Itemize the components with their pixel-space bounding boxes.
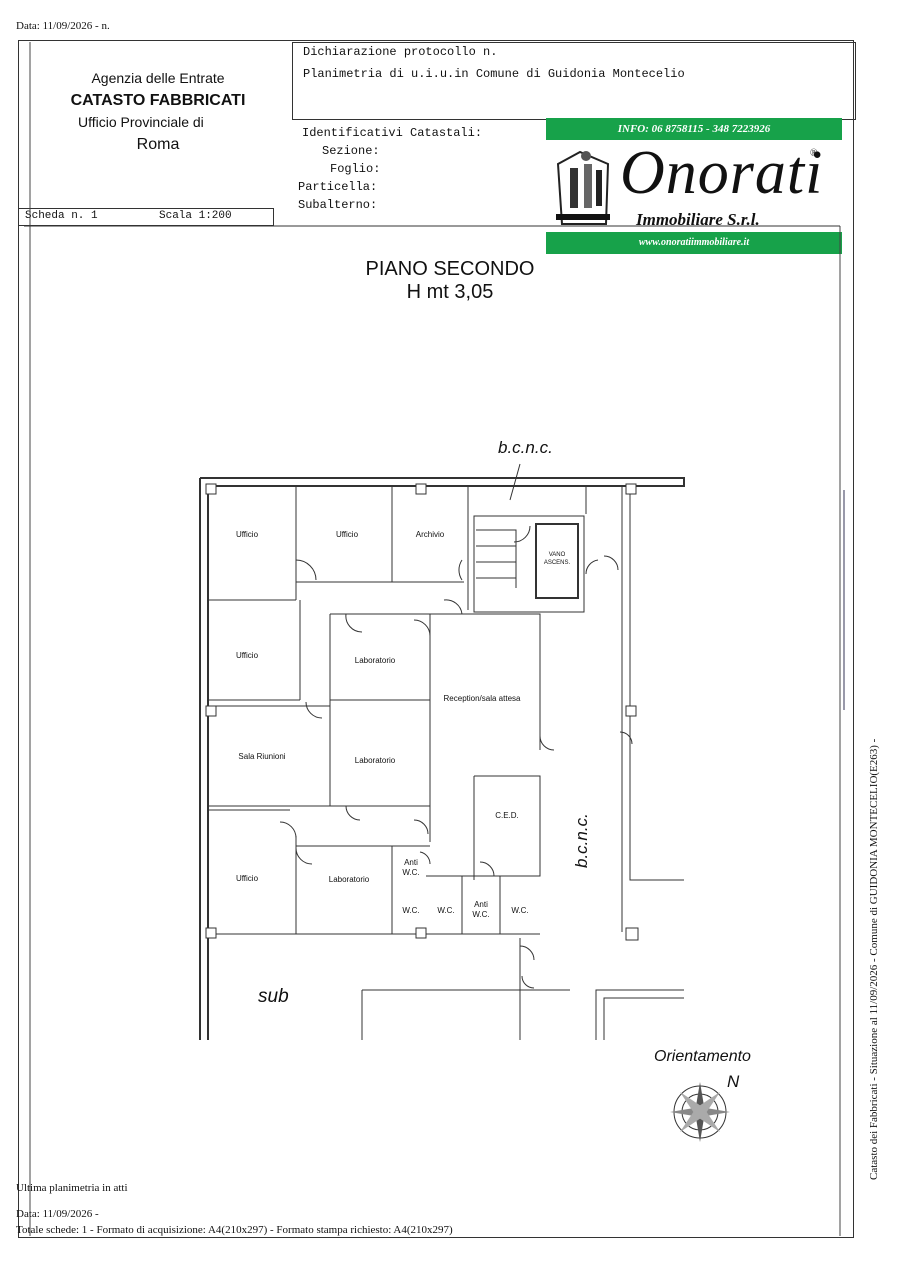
logo-brand: Onorati <box>620 139 824 207</box>
sezione-label: Sezione: <box>322 144 380 158</box>
room-ufficio-3: Ufficio <box>235 651 259 660</box>
room-ced: C.E.D. <box>495 811 519 820</box>
orientation-label: Orientamento <box>654 1048 751 1065</box>
scheda-label: Scheda n. 1 <box>25 210 98 222</box>
side-note: Catasto dei Fabbricati - Situazione al 1… <box>868 738 880 1180</box>
sub-label: sub <box>258 986 289 1007</box>
room-vano: VANO <box>548 552 566 558</box>
room-wc-2: W.C. <box>437 906 455 915</box>
north-label: N <box>727 1072 740 1091</box>
room-archivio: Archivio <box>415 530 445 539</box>
page-frame <box>18 40 854 1238</box>
footer-formats: Totale schede: 1 - Formato di acquisizio… <box>16 1224 453 1236</box>
top-date-line: Data: 11/09/2026 - n. <box>16 20 110 32</box>
room-sala-riunioni: Sala Riunioni <box>238 752 286 761</box>
scala-label: Scala 1:200 <box>159 210 232 222</box>
room-ascens: ASCENS. <box>543 560 571 566</box>
agency-name: Agenzia delle Entrate <box>91 70 225 86</box>
room-wc-3: W.C. <box>511 906 529 915</box>
logo-web-band: www.onoratiimmobiliare.it <box>546 232 842 254</box>
room-ufficio-1: Ufficio <box>235 530 259 539</box>
identificativi-title: Identificativi Catastali: <box>302 126 483 140</box>
agency-header: Agenzia delle Entrate CATASTO FABBRICATI… <box>40 70 276 154</box>
room-anti-wc-2-b: W.C. <box>472 910 490 919</box>
plan-floor-title: PIANO SECONDO <box>365 258 535 280</box>
bcnc-side-label: b.c.n.c. <box>572 813 591 868</box>
particella-label: Particella: <box>298 180 378 194</box>
onorati-logo: INFO: 06 8758115 - 348 7223926 Onorati ®… <box>546 118 842 254</box>
room-ufficio-4: Ufficio <box>235 874 259 883</box>
logo-subtitle: Immobiliare S.r.l. <box>636 210 760 229</box>
subalterno-label: Subalterno: <box>298 198 378 212</box>
footer-last-plan: Ultima planimetria in atti <box>16 1182 128 1194</box>
logo-info-band: INFO: 06 8758115 - 348 7223926 <box>546 118 842 140</box>
room-anti-wc-2: Anti <box>474 900 488 909</box>
room-reception: Reception/sala attesa <box>443 694 521 703</box>
planimetria-line: Planimetria di u.i.u.in Comune di Guidon… <box>303 67 685 81</box>
room-laboratorio-3: Laboratorio <box>328 875 370 884</box>
plan-title: PIANO SECONDO H mt 3,05 <box>300 258 600 304</box>
registered-mark: ® <box>810 148 818 159</box>
compass-rose-icon <box>670 1082 730 1142</box>
bcnc-top-label: b.c.n.c. <box>498 438 553 457</box>
foglio-label: Foglio: <box>330 162 381 176</box>
room-anti-wc-1: Anti <box>404 858 418 867</box>
plan-height: H mt 3,05 <box>406 281 494 303</box>
room-laboratorio-2: Laboratorio <box>354 756 396 765</box>
room-ufficio-2: Ufficio <box>335 530 359 539</box>
footer-date: Data: 11/09/2026 - <box>16 1208 99 1220</box>
identificativi-box: Identificativi Catastali: Sezione: Fogli… <box>292 118 548 218</box>
building-icon <box>556 150 610 225</box>
protocol-box: Dichiarazione protocollo n. Planimetria … <box>292 42 856 120</box>
room-laboratorio-1: Laboratorio <box>354 656 396 665</box>
city-label: Roma <box>136 136 180 153</box>
ufficio-label: Ufficio Provinciale di <box>78 114 204 130</box>
room-wc-1: W.C. <box>402 906 420 915</box>
protocol-line: Dichiarazione protocollo n. <box>303 45 498 59</box>
room-anti-wc-1-b: W.C. <box>402 868 420 877</box>
catasto-title: CATASTO FABBRICATI <box>70 92 246 109</box>
